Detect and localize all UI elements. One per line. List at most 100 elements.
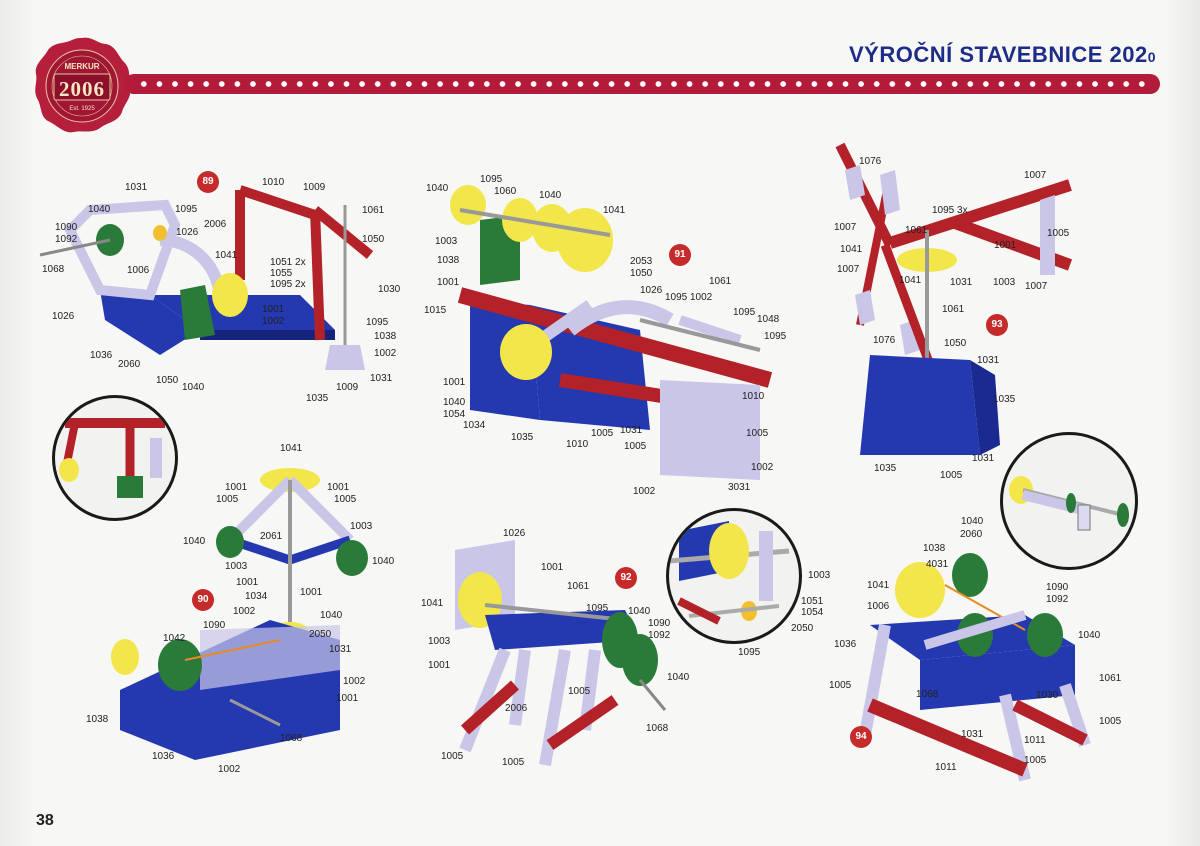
seal-est: Est. 1925 bbox=[69, 106, 95, 112]
step-number-90: 90 bbox=[192, 589, 214, 611]
part-label: 1030 bbox=[378, 284, 401, 295]
part-label: 1035 bbox=[993, 394, 1016, 405]
ribbon-dots bbox=[136, 80, 1148, 88]
part-label: 2060 bbox=[960, 529, 983, 540]
part-label: 1001 bbox=[236, 577, 259, 588]
part-label: 1007 bbox=[1024, 170, 1047, 181]
part-label: 1031 bbox=[125, 182, 148, 193]
part-label: 2060 bbox=[118, 359, 141, 370]
part-label: 1040 bbox=[667, 672, 690, 683]
part-label: 1001 bbox=[262, 304, 285, 315]
part-label: 1031 bbox=[370, 373, 393, 384]
part-label: 1095 bbox=[764, 331, 787, 342]
detail-callout-89 bbox=[52, 395, 178, 521]
part-label: 1038 bbox=[374, 331, 397, 342]
part-label: 1076 bbox=[873, 335, 896, 346]
part-label: 1006 bbox=[867, 601, 890, 612]
part-label: 1005 bbox=[334, 494, 357, 505]
part-label: 1035 bbox=[874, 463, 897, 474]
part-label: 1042 bbox=[163, 633, 186, 644]
step-number-91: 91 bbox=[669, 244, 691, 266]
part-label: 1026 bbox=[503, 528, 526, 539]
part-label: 1001 bbox=[336, 693, 359, 704]
part-label: 1051 bbox=[801, 596, 824, 607]
model-92-drawing bbox=[455, 540, 667, 767]
detail-callout-drawing bbox=[669, 521, 790, 625]
part-label: 1003 bbox=[435, 236, 458, 247]
part-label: 1090 bbox=[1046, 582, 1069, 593]
model-94-drawing bbox=[859, 553, 1091, 782]
part-label: 1026 bbox=[176, 227, 199, 238]
part-label: 1095 3x bbox=[932, 205, 968, 216]
part-label: 2050 bbox=[309, 629, 332, 640]
part-label: 1095 bbox=[733, 307, 756, 318]
part-label: 1002 bbox=[343, 676, 366, 687]
part-label: 1050 bbox=[944, 338, 967, 349]
part-label: 1048 bbox=[757, 314, 780, 325]
seal-year: 2006 bbox=[59, 77, 105, 101]
model-91-drawing bbox=[450, 185, 773, 480]
part-label: 1001 bbox=[327, 482, 350, 493]
part-label: 1076 bbox=[859, 156, 882, 167]
part-label: 1005 bbox=[216, 494, 239, 505]
part-label: 1011 bbox=[935, 762, 957, 773]
part-label: 1068 bbox=[42, 264, 65, 275]
step-number-94: 94 bbox=[850, 726, 872, 748]
part-label: 1010 bbox=[262, 177, 285, 188]
part-label: 1035 bbox=[306, 393, 329, 404]
part-label: 1031 bbox=[961, 729, 984, 740]
part-label: 1002 bbox=[218, 764, 241, 775]
part-label: 1040 bbox=[182, 382, 205, 393]
part-label: 1005 bbox=[746, 428, 769, 439]
part-label: 1001 bbox=[994, 240, 1017, 251]
part-label: 1038 bbox=[923, 543, 946, 554]
part-label: 1036 bbox=[90, 350, 113, 361]
part-label: 1068 bbox=[646, 723, 669, 734]
part-label: 1040 bbox=[539, 190, 562, 201]
part-label: 1001 bbox=[428, 660, 451, 671]
part-label: 1010 bbox=[566, 439, 589, 450]
part-label: 3031 bbox=[728, 482, 751, 493]
part-label: 1061 bbox=[942, 304, 965, 315]
part-label: 2006 bbox=[505, 703, 528, 714]
part-label: 1026 bbox=[640, 285, 663, 296]
part-label: 1003 bbox=[808, 570, 831, 581]
part-label: 2061 bbox=[260, 531, 283, 542]
part-label: 1050 bbox=[630, 268, 653, 279]
part-label: 1005 bbox=[624, 441, 647, 452]
part-label: 1092 bbox=[55, 234, 78, 245]
part-label: 1005 bbox=[1024, 755, 1047, 766]
part-label: 1040 bbox=[961, 516, 984, 527]
part-label: 1034 bbox=[463, 420, 486, 431]
part-label: 1090 bbox=[55, 222, 78, 233]
part-label: 1061 bbox=[362, 205, 385, 216]
part-label: 1040 bbox=[426, 183, 449, 194]
part-label: 1002 bbox=[751, 462, 774, 473]
part-label: 1002 bbox=[262, 316, 285, 327]
page-title: VÝROČNÍ STAVEBNICE 2020 bbox=[849, 42, 1156, 68]
part-label: 1050 bbox=[156, 375, 179, 386]
part-label: 1051 2x bbox=[270, 257, 306, 268]
part-label: 1001 bbox=[300, 587, 323, 598]
detail-callout-drawing bbox=[59, 418, 165, 498]
model-93-drawing bbox=[835, 142, 1073, 455]
part-label: 1005 bbox=[502, 757, 525, 768]
part-label: 1011 bbox=[1024, 735, 1046, 746]
part-label: 1009 bbox=[303, 182, 326, 193]
part-label: 1050 bbox=[362, 234, 385, 245]
part-label: 1035 bbox=[511, 432, 534, 443]
part-label: 1010 bbox=[742, 391, 765, 402]
part-label: 1015 bbox=[424, 305, 447, 316]
part-label: 4031 bbox=[926, 559, 949, 570]
part-label: 2053 bbox=[630, 256, 653, 267]
part-label: 1095 bbox=[480, 174, 503, 185]
part-label: 1041 bbox=[899, 275, 922, 286]
part-label: 1061 bbox=[709, 276, 732, 287]
part-label: 1005 bbox=[441, 751, 464, 762]
detail-callout-92 bbox=[666, 508, 802, 644]
part-label: 1026 bbox=[52, 311, 75, 322]
part-label: 1061 bbox=[905, 225, 928, 236]
part-label: 1060 bbox=[494, 186, 517, 197]
part-label: 1040 bbox=[88, 204, 111, 215]
